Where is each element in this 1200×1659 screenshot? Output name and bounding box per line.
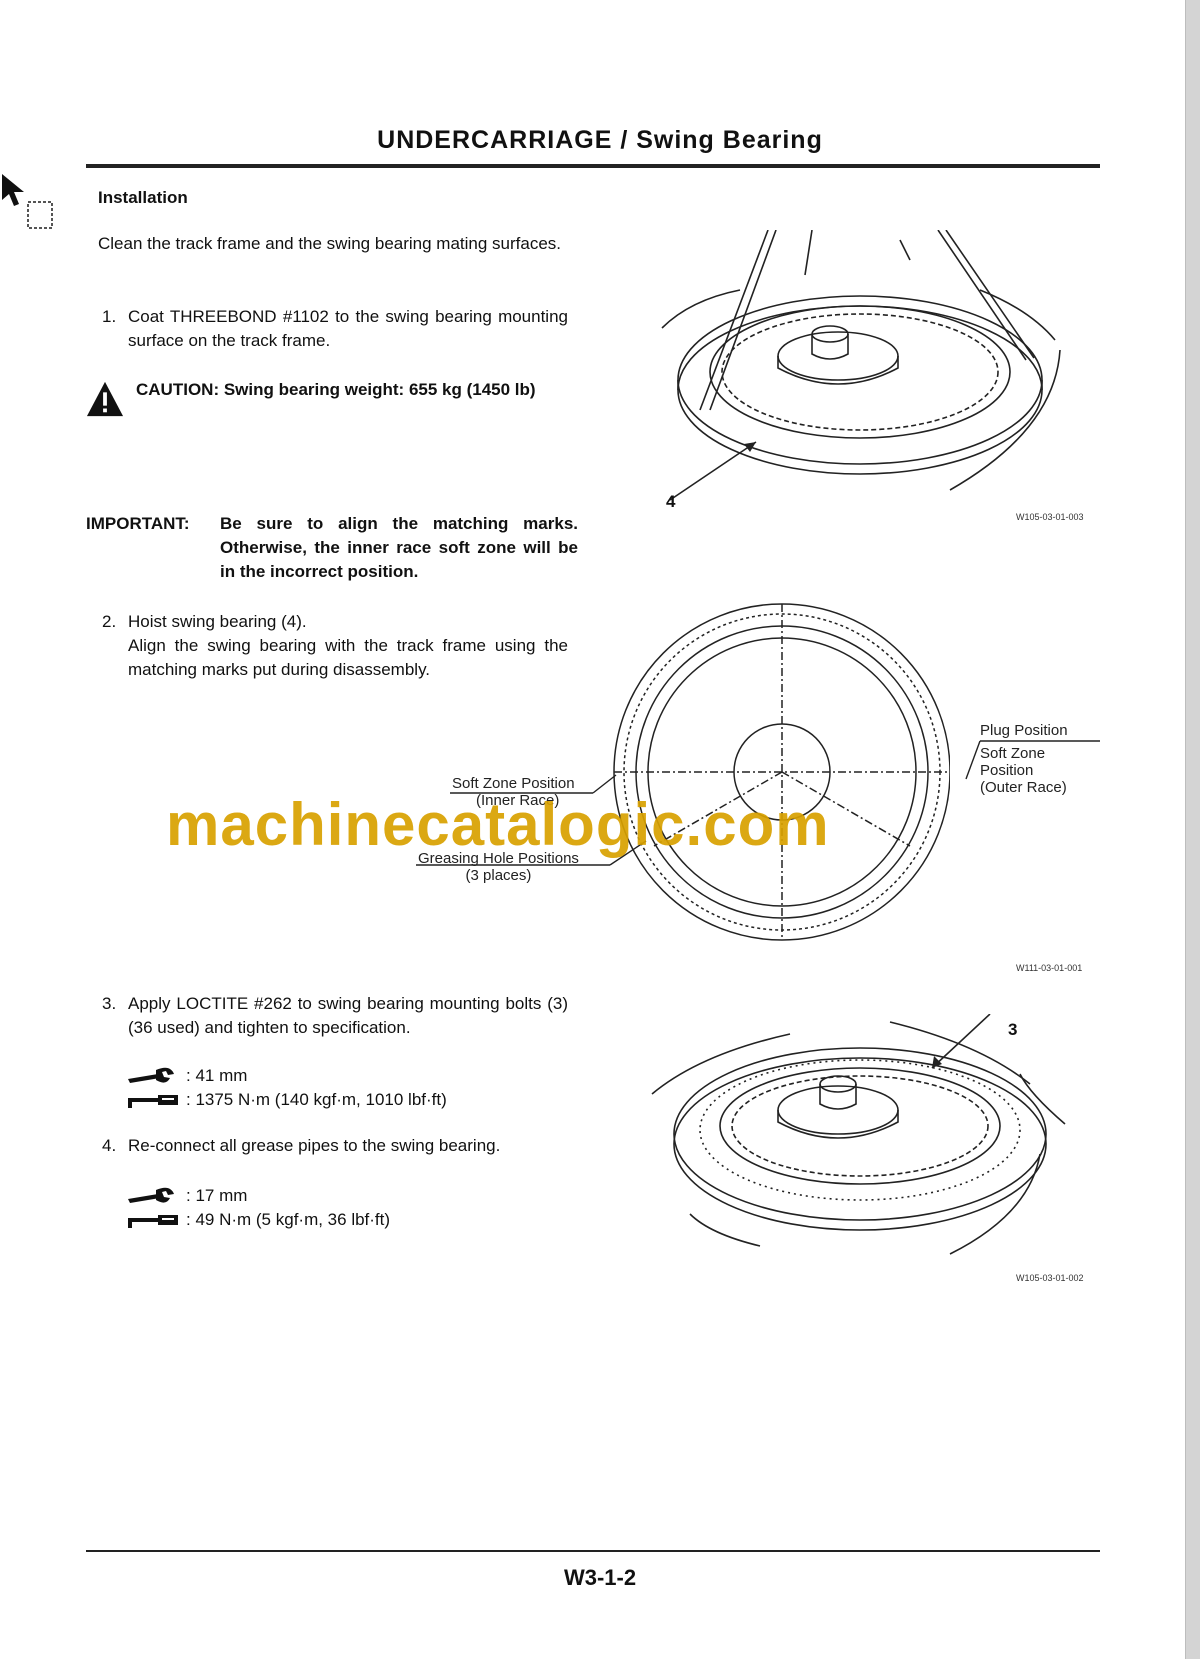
caution-text: CAUTION: Swing bearing weight: 655 kg (1… (136, 380, 536, 399)
page-title: UNDERCARRIAGE / Swing Bearing (377, 126, 823, 154)
step-3: 3. Apply LOCTITE #262 to swing bearing m… (102, 992, 568, 1040)
wrench-size-value: : 17 mm (186, 1186, 248, 1205)
figure-code-1: W105-03-01-003 (1016, 512, 1084, 522)
spec-step3: : 41 mm : 1375 N·m (140 kgf·m, 1010 lbf·… (126, 1064, 447, 1112)
step-text-line2: Align the swing bearing with the track f… (128, 636, 568, 679)
step-text: Re-connect all grease pipes to the swing… (128, 1136, 501, 1155)
section-heading: Installation (98, 188, 188, 207)
step-number: 1. (102, 307, 117, 326)
torque-wrench-icon (128, 1215, 178, 1228)
step-number: 3. (102, 994, 117, 1013)
wrench-size-value: : 41 mm (186, 1066, 248, 1085)
page-number: W3-1-2 (563, 1565, 637, 1590)
warning-triangle-icon (86, 381, 124, 417)
torque-value: : 49 N·m (5 kgf·m, 36 lbf·ft) (186, 1210, 391, 1229)
callout-number-4: 4 (666, 492, 676, 511)
step-text-line1: Hoist swing bearing (4). (128, 612, 307, 631)
spec-step4: : 17 mm : 49 N·m (5 kgf·m, 36 lbf·ft) (126, 1184, 390, 1232)
wrench-size-icon (128, 1187, 174, 1203)
figure-code-3: W105-03-01-002 (1016, 1273, 1084, 1283)
callout-number-3: 3 (1008, 1020, 1018, 1039)
label-plug-position: Plug Position (980, 722, 1068, 739)
wrench-size-icon (128, 1067, 174, 1083)
footer-rule (86, 1550, 1100, 1552)
important-label: IMPORTANT: (86, 514, 190, 533)
torque-value: : 1375 N·m (140 kgf·m, 1010 lbf·ft) (186, 1090, 447, 1109)
header-rule (86, 164, 1100, 168)
important-note: IMPORTANT: Be sure to align the matching… (86, 512, 578, 584)
figure-bearing-positions (613, 603, 950, 941)
step-1: 1. Coat THREEBOND #1102 to the swing bea… (102, 305, 568, 353)
step-number: 2. (102, 612, 117, 631)
mouse-pointer-icon (2, 174, 53, 229)
torque-wrench-icon (128, 1095, 178, 1108)
step-text: Coat THREEBOND #1102 to the swing bearin… (128, 307, 568, 350)
label-soft-zone-inner: Soft Zone Position (Inner Race) (452, 775, 575, 809)
figure-code-2: W111-03-01-001 (1016, 963, 1083, 973)
label-greasing-holes: Greasing Hole Positions (3 places) (418, 850, 579, 884)
intro-paragraph: Clean the track frame and the swing bear… (98, 234, 562, 253)
figure-bearing-leaders (416, 740, 1100, 866)
step-text: Apply LOCTITE #262 to swing bearing moun… (128, 994, 568, 1037)
vertical-scrollbar[interactable] (1185, 0, 1200, 1659)
step-2: 2. Hoist swing bearing (4). Align the sw… (102, 610, 568, 682)
step-4: 4. Re-connect all grease pipes to the sw… (102, 1134, 568, 1158)
watermark: machinecatalogic.com (166, 791, 830, 858)
step-number: 4. (102, 1136, 117, 1155)
figure-hoist-bearing (661, 230, 1061, 501)
figure-bearing-bolts (651, 1014, 1066, 1255)
caution-note: CAUTION: Swing bearing weight: 655 kg (1… (86, 378, 576, 417)
label-soft-zone-outer: Soft Zone Position (Outer Race) (980, 745, 1067, 796)
important-text: Be sure to align the matching marks. Oth… (220, 514, 578, 581)
